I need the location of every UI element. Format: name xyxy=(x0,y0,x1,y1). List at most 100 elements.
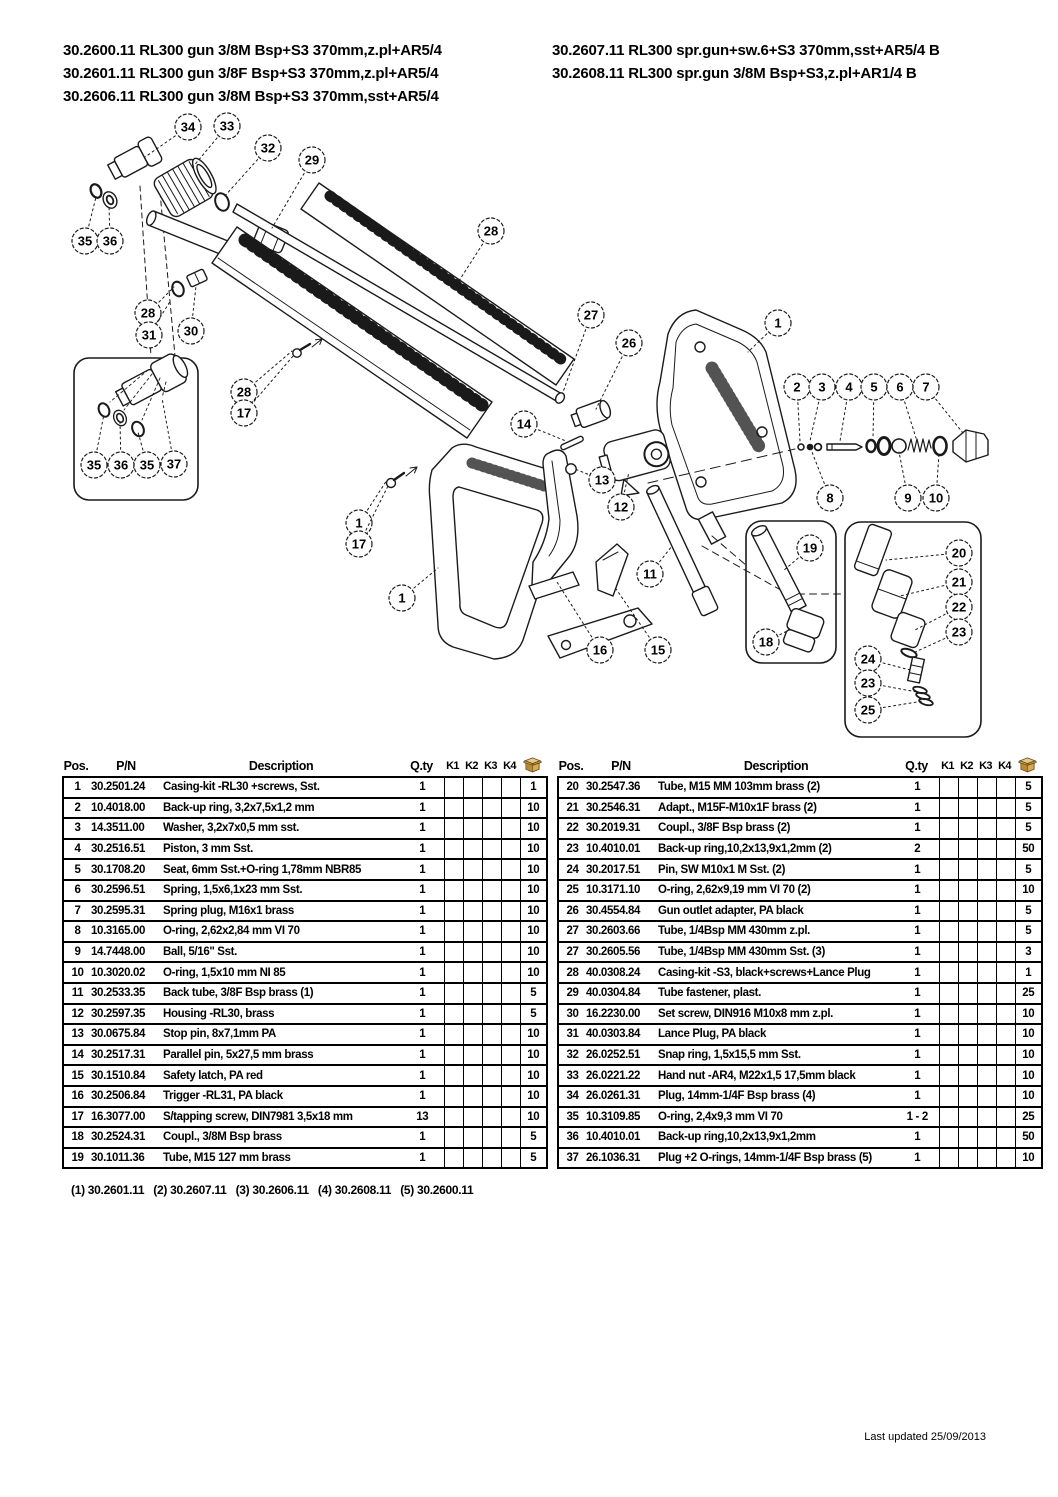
qty-cell: 1 xyxy=(419,1069,426,1082)
callout-number: 23 xyxy=(952,625,966,640)
k-cell xyxy=(481,797,501,819)
k-cell xyxy=(976,777,996,798)
callout-leader-line xyxy=(867,682,918,693)
k-cell xyxy=(976,1147,996,1169)
pos-cell: 21 xyxy=(566,801,579,814)
callout-number: 14 xyxy=(517,417,532,432)
desc-cell: O-ring, 2,62x9,19 mm VI 70 (2) xyxy=(658,884,811,897)
pn-cell: 16.3077.00 xyxy=(91,1110,146,1123)
col-k1: K1 xyxy=(446,760,459,772)
desc-cell: Safety latch, PA red xyxy=(163,1069,263,1082)
k-cell xyxy=(957,1065,977,1086)
header-model-line: 30.2608.11 RL300 spr.gun 3/8M Bsp+S3,z.p… xyxy=(552,65,917,82)
callout-circle-3 xyxy=(808,373,836,401)
pos-cell: 9 xyxy=(74,946,81,959)
desc-cell: Seat, 6mm Sst.+O-ring 1,78mm NBR85 xyxy=(163,863,362,876)
pack-cell: 10 xyxy=(519,838,547,860)
callout-number: 33 xyxy=(220,119,234,134)
callout-circle-13 xyxy=(588,466,616,494)
pn-cell: 30.2547.36 xyxy=(586,781,641,794)
k-cell xyxy=(443,859,463,880)
callout-number: 35 xyxy=(78,234,92,249)
k-cell xyxy=(995,1127,1015,1148)
callout-leader-line xyxy=(811,451,831,499)
k-cell xyxy=(443,1085,463,1107)
k-cell xyxy=(976,1127,996,1148)
pn-cell: 30.2595.31 xyxy=(91,904,146,917)
callout-number: 37 xyxy=(167,457,181,472)
col-pack xyxy=(519,756,546,776)
k-cell xyxy=(938,879,958,901)
qty-cell: 2 xyxy=(914,843,921,856)
pn-cell: 30.1011.36 xyxy=(91,1151,145,1164)
k-cell xyxy=(481,921,501,942)
callout-circle-23 xyxy=(854,669,882,697)
pn-cell: 40.0308.24 xyxy=(586,966,641,979)
pos-cell: 37 xyxy=(566,1151,579,1164)
callout-leader-line xyxy=(872,386,875,439)
qty-cell: 1 xyxy=(914,1069,921,1082)
pn-cell: 10.3165.00 xyxy=(91,925,146,938)
pack-cell: 5 xyxy=(1014,921,1042,942)
k-cell xyxy=(976,1085,996,1107)
callout-number: 10 xyxy=(929,491,943,506)
k-cell xyxy=(462,1065,482,1086)
housing xyxy=(598,429,671,497)
pn-cell: 30.0675.84 xyxy=(91,1028,146,1041)
callout-number: 8 xyxy=(826,491,833,506)
k-cell xyxy=(957,838,977,860)
k-cell xyxy=(462,777,482,798)
pack-cell: 5 xyxy=(519,1147,547,1169)
desc-cell: Hand nut -AR4, M22x1,5 17,5mm black xyxy=(658,1069,856,1082)
pos-cell: 27 xyxy=(566,946,579,959)
callout-number: 25 xyxy=(861,703,875,718)
qty-cell: 1 xyxy=(914,1007,921,1020)
k-cell xyxy=(462,1147,482,1169)
callout-number: 30 xyxy=(184,324,198,339)
plug-orings-group-box xyxy=(73,353,199,501)
col-pack xyxy=(1014,756,1041,776)
k-cell xyxy=(938,1147,958,1169)
desc-cell: Plug, 14mm-1/4F Bsp brass (4) xyxy=(658,1090,816,1103)
k-cell xyxy=(938,838,958,860)
k-cell xyxy=(995,797,1015,819)
pn-cell: 30.2019.31 xyxy=(586,822,641,835)
pack-cell: 10 xyxy=(1014,1065,1042,1086)
desc-cell: Casing-kit -RL30 +screws, Sst. xyxy=(163,781,320,794)
pack-cell: 10 xyxy=(1014,1003,1042,1025)
pn-cell: 10.3171.10 xyxy=(586,884,641,897)
k-cell xyxy=(500,1003,520,1025)
pos-cell: 36 xyxy=(566,1131,579,1144)
callout-number: 35 xyxy=(87,458,101,473)
pos-cell: 11 xyxy=(71,987,84,1000)
k-cell xyxy=(481,982,501,1004)
pos-cell: 33 xyxy=(566,1069,579,1082)
k-cell xyxy=(443,982,463,1004)
pos-cell: 5 xyxy=(74,863,81,876)
k-cell xyxy=(443,900,463,922)
pos-cell: 26 xyxy=(566,904,579,917)
col-k2: K2 xyxy=(960,760,973,772)
lance-end-group-box xyxy=(844,521,982,738)
callout-number: 17 xyxy=(352,537,366,552)
pos-cell: 19 xyxy=(71,1151,84,1164)
qty-cell: 1 xyxy=(419,884,426,897)
k-cell xyxy=(481,859,501,880)
pos-cell: 34 xyxy=(566,1090,579,1103)
header-model-line: 30.2607.11 RL300 spr.gun+sw.6+S3 370mm,s… xyxy=(552,42,940,59)
pack-cell: 10 xyxy=(519,941,547,963)
pn-cell: 30.2596.51 xyxy=(91,884,146,897)
k-cell xyxy=(462,818,482,839)
